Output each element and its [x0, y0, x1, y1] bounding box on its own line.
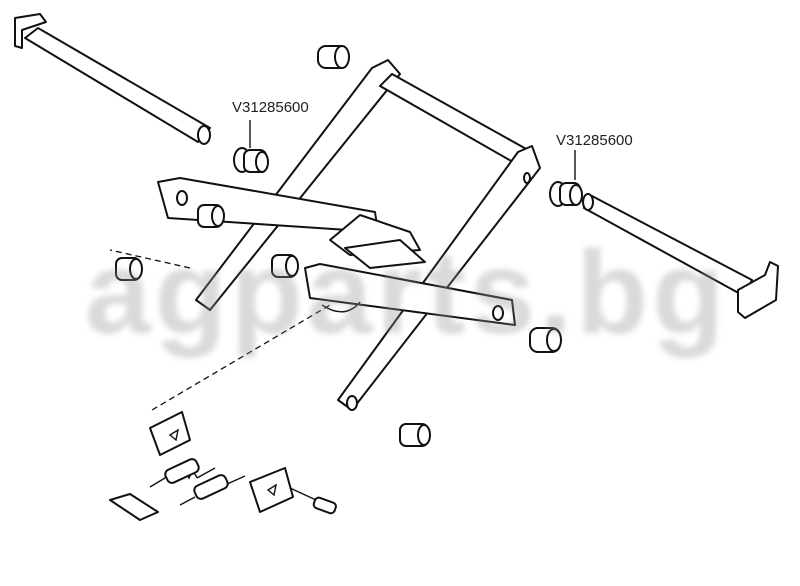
clip-plate-upper	[149, 411, 191, 456]
part-number-label-left: V31285600	[232, 99, 309, 116]
left-pin	[14, 13, 211, 145]
lower-arm	[304, 263, 516, 326]
bushing	[271, 254, 299, 278]
bushing-v31285600-left	[233, 120, 269, 173]
part-number-label-right: V31285600	[556, 132, 633, 149]
bushing-v31285600-right	[549, 150, 583, 207]
bushing	[529, 327, 562, 353]
swing-frame	[195, 59, 541, 411]
assembly-guide-line	[109, 249, 191, 269]
pad-block	[109, 493, 159, 521]
clip-plate-lower	[249, 467, 294, 513]
assembly-guide-line	[151, 304, 331, 411]
spring-upper	[149, 458, 216, 488]
small-pin	[289, 487, 337, 515]
bushing	[197, 204, 225, 228]
bushing	[115, 257, 143, 281]
bushing	[399, 423, 431, 447]
right-pin	[582, 193, 779, 319]
watermark: agparts.bg	[85, 227, 729, 359]
bushing-top	[317, 45, 350, 69]
spring-lower	[179, 474, 246, 506]
